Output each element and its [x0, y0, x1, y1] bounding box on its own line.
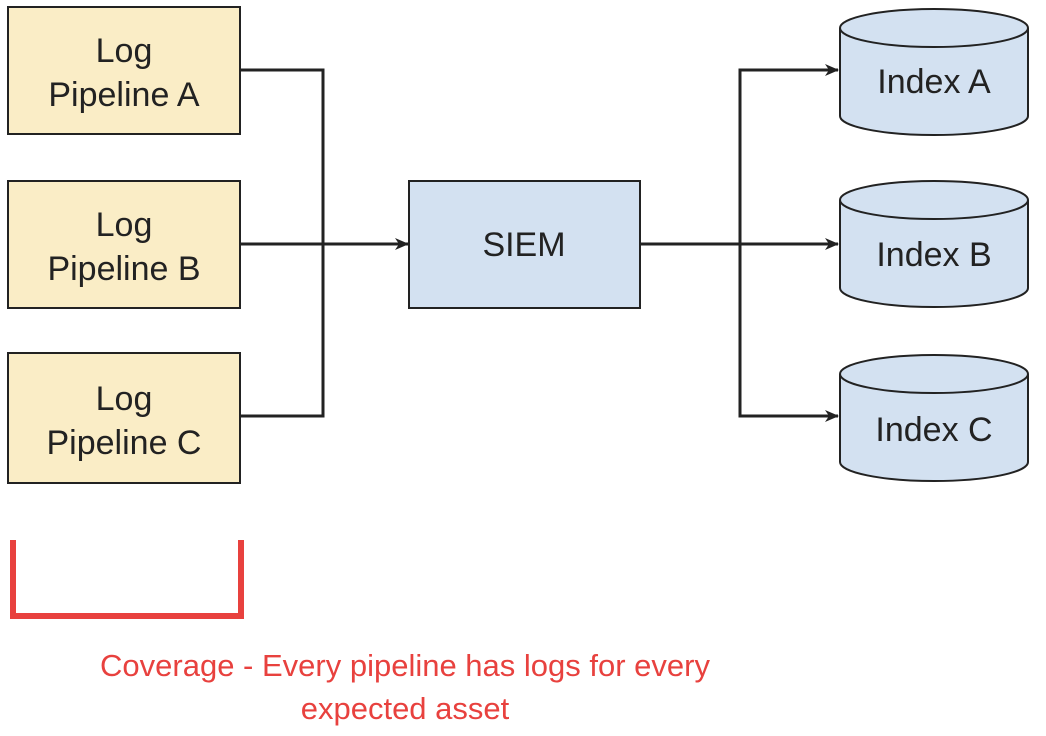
log-pipeline-c-box: [7, 352, 241, 484]
connector-to-index-a: [738, 64, 839, 244]
log-pipeline-c-label-line1: Log: [96, 380, 153, 418]
log-pipeline-a-box: [7, 6, 241, 135]
log-pipeline-b-box: [7, 180, 241, 309]
index-c-cylinder: Index C: [839, 354, 1029, 482]
connector-pipeline-c: [240, 244, 325, 418]
index-b-cylinder: Index B: [839, 180, 1029, 308]
index-a-top: [839, 8, 1029, 48]
log-pipeline-a-label-line1: Log: [96, 32, 153, 70]
index-b-label: Index B: [876, 236, 991, 274]
connector-pipeline-a: [240, 68, 325, 244]
log-pipeline-b-label-line2: Pipeline B: [47, 250, 200, 288]
index-connectors: [640, 64, 839, 422]
coverage-caption-line2: expected asset: [301, 691, 510, 726]
coverage-bracket: [10, 540, 244, 619]
log-pipeline-a: Log Pipeline A: [7, 6, 241, 135]
coverage-caption-line1: Coverage - Every pipeline has logs for e…: [100, 648, 710, 683]
siem-node: SIEM: [408, 180, 641, 309]
index-c-top: [839, 354, 1029, 394]
index-b-body: [839, 200, 1029, 308]
index-b-top: [839, 180, 1029, 220]
log-pipeline-c-label-line2: Pipeline C: [47, 424, 202, 462]
log-pipeline-c: Log Pipeline C: [7, 352, 241, 484]
index-a-body: [839, 28, 1029, 136]
index-c-body: [839, 374, 1029, 482]
siem-box: [408, 180, 641, 309]
index-c-label: Index C: [875, 411, 992, 449]
connector-to-index-c: [738, 244, 839, 422]
log-pipeline-b: Log Pipeline B: [7, 180, 241, 309]
index-a-cylinder: Index A: [839, 8, 1029, 136]
pipeline-connectors: [240, 68, 409, 418]
log-pipeline-b-label-line1: Log: [96, 206, 153, 244]
log-pipeline-a-label-line2: Pipeline A: [48, 76, 200, 114]
siem-label: SIEM: [482, 226, 565, 264]
index-a-label: Index A: [877, 63, 991, 101]
